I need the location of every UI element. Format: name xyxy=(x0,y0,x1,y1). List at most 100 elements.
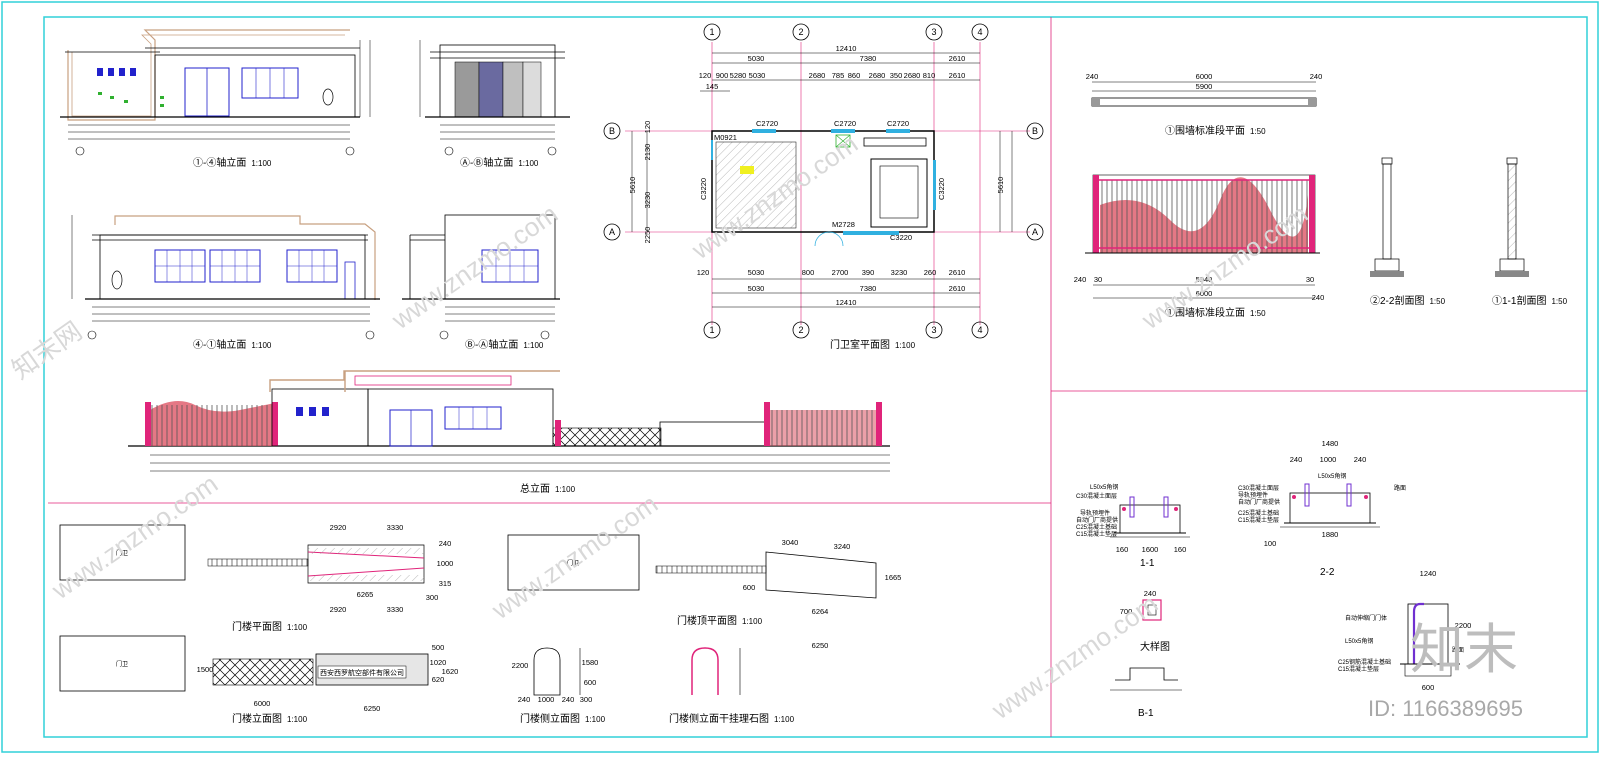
fence-plan-dim-2: 240 xyxy=(1310,72,1323,81)
plan-dimensions: 12410 5030 7380 2610 5030 2680 785 860 2… xyxy=(628,44,1005,307)
dim-bot-r2-2: 2610 xyxy=(949,284,966,293)
watermark-site-1: www.znzmo.com xyxy=(385,198,563,335)
dim-bot-r1-4: 390 xyxy=(862,268,875,277)
dim-top-r2-8: 2610 xyxy=(949,71,966,80)
fence-dimensions: 240 6000 240 5900 240 30 5940 30 240 600… xyxy=(1074,72,1325,302)
gate-front-dim-2: 1500 xyxy=(197,665,214,674)
dim-bot-r1-7: 2610 xyxy=(949,268,966,277)
b1-dim-0: 1240 xyxy=(1420,569,1437,578)
fence-elevation xyxy=(1085,174,1320,299)
s22-label-4: C25混凝土基础 xyxy=(1238,509,1279,517)
elevation-4-1 xyxy=(71,215,380,340)
label-c3220-c: C3220 xyxy=(890,233,912,242)
s11-label-1: C30混凝土面层 xyxy=(1076,492,1117,500)
watermark-logo: 知末 xyxy=(1410,620,1518,680)
gate-side-dim-1: 1580 xyxy=(582,658,599,667)
detail-dim-1: 700 xyxy=(1120,607,1133,616)
gate-front-dim-6: 1620 xyxy=(442,667,459,676)
label-m2728: M2728 xyxy=(832,220,855,229)
gate-box-label-2: 门卫 xyxy=(116,660,128,668)
dim-bot-r1-5: 3230 xyxy=(891,268,908,277)
dim-top-r3-3: 145 xyxy=(706,82,719,91)
dim-right-total: 5610 xyxy=(996,177,1005,194)
title-sec-b-1: B-1 xyxy=(1138,708,1154,719)
gate-plan-dim-2: 2920 xyxy=(330,605,347,614)
dim-bot-r2-1: 7380 xyxy=(860,284,877,293)
guard-room-plan xyxy=(603,23,1044,339)
dim-top-r3-2: 5280 xyxy=(730,71,747,80)
label-c2720-c: C2720 xyxy=(887,119,909,128)
s11-label-3: 自动门厂商提供 xyxy=(1076,516,1118,524)
label-m0921: M0921 xyxy=(714,133,737,142)
dim-top-r2-5: 350 xyxy=(890,71,903,80)
s11-dim-0: 160 xyxy=(1116,545,1129,554)
dim-top-r1-1: 7380 xyxy=(860,54,877,63)
gate-plan-dim-3: 3330 xyxy=(387,605,404,614)
fence-elev-dim-0: 240 xyxy=(1074,275,1087,284)
fence-plan-dim-1: 6000 xyxy=(1196,72,1213,81)
label-c3220-b: C3220 xyxy=(937,178,946,200)
dim-bot-r1-2: 800 xyxy=(802,268,815,277)
section-dimensions: 160 1600 160 1480 240 1000 240 1880 100 … xyxy=(1116,439,1472,692)
axis-b-left: B xyxy=(609,126,615,136)
axis-2-top: 2 xyxy=(798,27,803,37)
dim-left-total: 5610 xyxy=(628,177,637,194)
b1-dim-1: 2200 xyxy=(1455,621,1472,630)
title-sec-2-2: 2-2 xyxy=(1320,567,1335,578)
gate-plan-dim-6: 1000 xyxy=(437,559,454,568)
s22-dim-1: 240 xyxy=(1290,455,1303,464)
section-1-1 xyxy=(1495,157,1529,277)
gate-front-dim-3: 500 xyxy=(432,643,445,652)
gate-top-dim-2: 6264 xyxy=(812,607,829,616)
axis-3-bottom: 3 xyxy=(931,325,936,335)
gate-plan-dim-7: 315 xyxy=(439,579,452,588)
gate-top-dim-3: 6250 xyxy=(812,641,829,650)
axis-b-right: B xyxy=(1032,126,1038,136)
section-2-2 xyxy=(1370,157,1404,277)
watermark-site-5: www.znzmo.com xyxy=(485,488,663,625)
plan-openings: C2720 C2720 C2720 M0921 C3220 C3220 C322… xyxy=(699,119,946,242)
axis-4-top: 4 xyxy=(977,27,982,37)
s11-label-5: C15混凝土垫层 xyxy=(1076,530,1117,538)
s22-dim-5: 100 xyxy=(1264,539,1277,548)
gate-plan-dim-8: 300 xyxy=(426,593,439,602)
axis-3-top: 3 xyxy=(931,27,936,37)
gate-plan-dim-1: 3330 xyxy=(387,523,404,532)
gate-side-dim-6: 600 xyxy=(584,678,597,687)
fence-elev-dim-4: 240 xyxy=(1312,293,1325,302)
gate-company-sign: 西安西罗航空部件有限公司 xyxy=(320,668,404,677)
axis-2-bottom: 2 xyxy=(798,325,803,335)
dim-bot-total: 12410 xyxy=(836,298,857,307)
total-elevation xyxy=(128,370,890,472)
dim-bot-r1-6: 260 xyxy=(924,268,937,277)
section-notes: L50x5角钢 C30混凝土面层 导轨预埋件 自动门厂商提供 C25混凝土基础 … xyxy=(1076,472,1464,673)
watermark-site-6: www.znzmo.com xyxy=(985,588,1163,725)
dim-top-r2-4: 2680 xyxy=(869,71,886,80)
s11-label-4: C25混凝土基础 xyxy=(1076,523,1117,531)
detail-drawing xyxy=(1110,599,1182,691)
s22-dim-3: 240 xyxy=(1354,455,1367,464)
sheet-border-inner xyxy=(43,16,1588,738)
dim-top-r2-1: 2680 xyxy=(809,71,826,80)
fence-elev-dim-2: 5940 xyxy=(1196,275,1213,284)
foundation-2-2 xyxy=(1280,483,1380,528)
section-b-1 xyxy=(1400,602,1460,677)
dim-top-r2-2: 785 xyxy=(832,71,845,80)
title-sec-1-1: 1-1 xyxy=(1140,558,1155,569)
detail-dim-0: 240 xyxy=(1144,589,1157,598)
gate-top-dim-4: 600 xyxy=(743,583,756,592)
s22-label-1: C30混凝土面层 xyxy=(1238,484,1279,492)
axis-1-top: 1 xyxy=(709,27,714,37)
dim-left-0: 120 xyxy=(643,121,652,134)
elevation-b-a xyxy=(402,214,560,340)
gate-box-label-1: 门卫 xyxy=(116,549,128,557)
